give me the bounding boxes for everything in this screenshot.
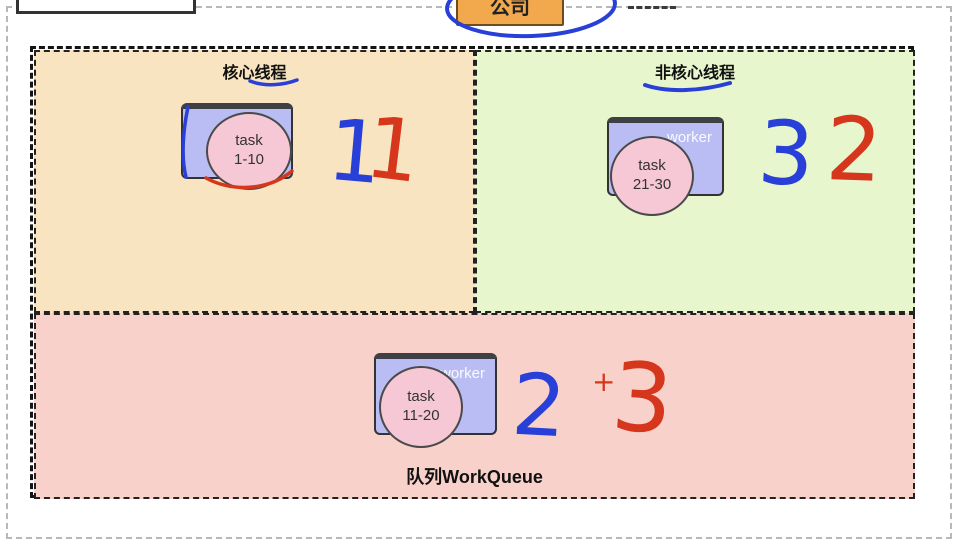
queue-task-circle[interactable]: task 11-20 (379, 366, 463, 448)
queue-task-range: 11-20 (402, 407, 440, 424)
noncore-task-range: 21-30 (632, 176, 672, 193)
queue-task-word: task (407, 388, 435, 406)
noncore-worker-label: worker (666, 129, 712, 146)
queue-count-blue: 2 (509, 355, 569, 458)
core-task-word: task (235, 132, 263, 150)
noncore-task-word: task (638, 157, 666, 175)
queue-count-red: 3 (608, 342, 677, 456)
work-queue-title: 队列WorkQueue (406, 467, 543, 487)
core-threads-title: 核心线程 (222, 65, 287, 82)
company-label: 公司 (490, 0, 530, 19)
connector-dash (628, 6, 676, 9)
core-task-range: 1-10 (233, 151, 265, 168)
noncore-count-blue: 3 (755, 100, 817, 207)
core-task-circle[interactable]: task 1-10 (206, 112, 292, 190)
core-count-red: 1 (360, 98, 426, 203)
queue-plus-sign: + (592, 365, 616, 398)
noncore-threads-title: 非核心线程 (654, 65, 735, 82)
company-node[interactable]: 公司 (456, 0, 564, 26)
noncore-task-circle[interactable]: task 21-30 (610, 136, 694, 216)
noncore-count-red: 2 (824, 97, 884, 202)
top-left-box[interactable] (16, 0, 196, 14)
